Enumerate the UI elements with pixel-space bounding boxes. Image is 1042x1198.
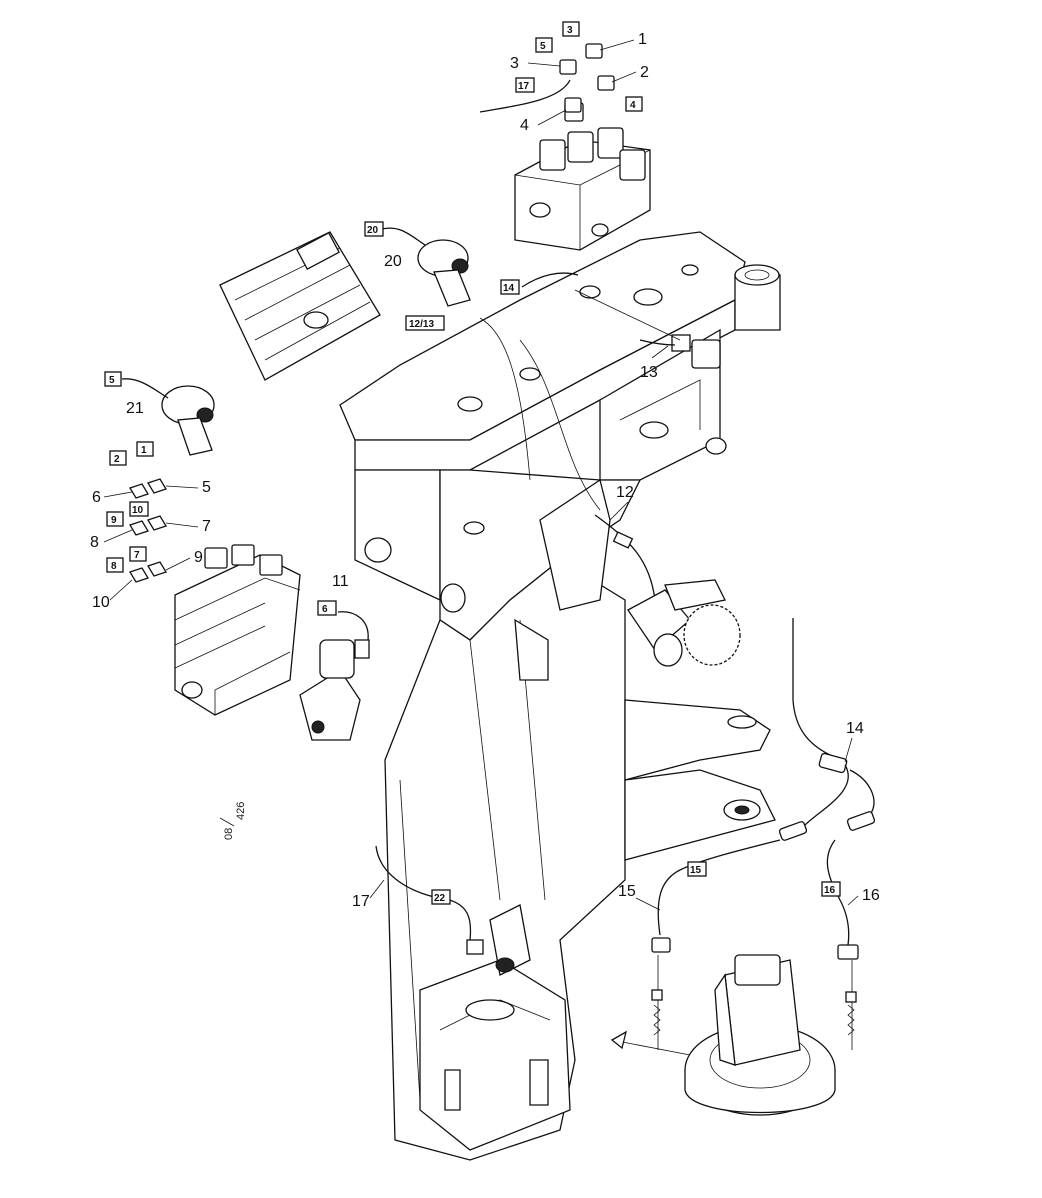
boxed-label: 4 xyxy=(625,96,643,112)
callout-1: 1 xyxy=(638,31,647,48)
valve-11 xyxy=(299,611,370,741)
boxed-label: 16 xyxy=(821,881,841,897)
svg-text:9: 9 xyxy=(111,515,117,526)
svg-text:5: 5 xyxy=(109,375,115,386)
svg-text:22: 22 xyxy=(434,893,446,904)
callout-20: 20 xyxy=(384,253,402,270)
valve-stack-left xyxy=(174,544,301,716)
boxed-label: 10 xyxy=(129,501,149,517)
boxed-label: 3 xyxy=(562,21,580,37)
boxed-label: 14 xyxy=(500,279,520,295)
relay-bank xyxy=(219,231,381,381)
svg-text:7: 7 xyxy=(134,550,140,561)
boxed-label: 20 xyxy=(364,221,384,237)
boxed-label: 9 xyxy=(106,511,124,527)
callout-labels: 1 2 3 4 5 6 7 8 9 10 11 12 13 14 15 16 1… xyxy=(90,31,880,911)
svg-text:20: 20 xyxy=(367,225,379,236)
callout-7: 7 xyxy=(202,518,211,535)
svg-text:16: 16 xyxy=(824,885,836,896)
svg-text:15: 15 xyxy=(690,865,702,876)
boxed-label: 6 xyxy=(317,600,337,616)
drawing-reference: 08 426 xyxy=(219,802,247,840)
svg-text:4: 4 xyxy=(630,100,636,111)
boxed-label: 12/13 xyxy=(405,315,445,331)
drawing-ref-top: 08 xyxy=(223,828,235,840)
callout-17: 17 xyxy=(352,893,370,910)
boxed-label: 17 xyxy=(515,77,535,93)
boxed-label: 22 xyxy=(431,889,451,905)
callout-11: 11 xyxy=(332,573,349,590)
callout-10: 10 xyxy=(92,594,110,611)
drawing-ref-bottom: 426 xyxy=(235,802,247,820)
callout-16: 16 xyxy=(862,887,880,904)
callout-3: 3 xyxy=(510,55,519,72)
callout-5: 5 xyxy=(202,479,211,496)
callout-15: 15 xyxy=(618,883,636,900)
svg-text:3: 3 xyxy=(567,25,573,36)
svg-text:14: 14 xyxy=(503,283,515,294)
rotary-joint xyxy=(610,954,836,1116)
svg-text:17: 17 xyxy=(518,81,530,92)
harness-right xyxy=(651,618,876,1050)
boxed-labels: 3 5 17 4 20 14 12/13 5 1 2 10 9 7 8 6 15… xyxy=(104,21,841,905)
boxed-label: 1 xyxy=(136,441,154,457)
small-connectors xyxy=(129,478,167,583)
boxed-label: 2 xyxy=(109,450,127,466)
boxed-label: 8 xyxy=(106,557,124,573)
svg-text:12/13: 12/13 xyxy=(409,319,434,330)
boxed-label: 7 xyxy=(129,546,147,562)
svg-text:1: 1 xyxy=(141,445,147,456)
svg-text:8: 8 xyxy=(111,561,117,572)
solenoid-coil-20 xyxy=(381,227,471,307)
boxed-label: 5 xyxy=(535,37,553,53)
svg-text:2: 2 xyxy=(114,454,120,465)
svg-text:6: 6 xyxy=(322,604,328,615)
callout-12: 12 xyxy=(616,484,634,501)
sensor-12 xyxy=(594,514,741,667)
sensor-13 xyxy=(639,334,721,369)
callout-13: 13 xyxy=(640,364,658,381)
harness-14 xyxy=(479,272,681,511)
solenoid-coil-21 xyxy=(121,378,215,456)
callout-9: 9 xyxy=(194,549,203,566)
main-frame xyxy=(339,231,781,1161)
solenoid-connector-group-top xyxy=(479,43,615,113)
callout-6: 6 xyxy=(92,489,101,506)
callout-4: 4 xyxy=(520,117,529,134)
svg-text:5: 5 xyxy=(540,41,546,52)
valve-block-top xyxy=(514,102,651,251)
boxed-label: 5 xyxy=(104,371,122,387)
callout-8: 8 xyxy=(90,534,99,551)
svg-text:10: 10 xyxy=(132,505,144,516)
callout-21: 21 xyxy=(126,400,144,417)
callout-14: 14 xyxy=(846,720,864,737)
callout-2: 2 xyxy=(640,64,649,81)
boxed-label: 15 xyxy=(687,861,707,877)
